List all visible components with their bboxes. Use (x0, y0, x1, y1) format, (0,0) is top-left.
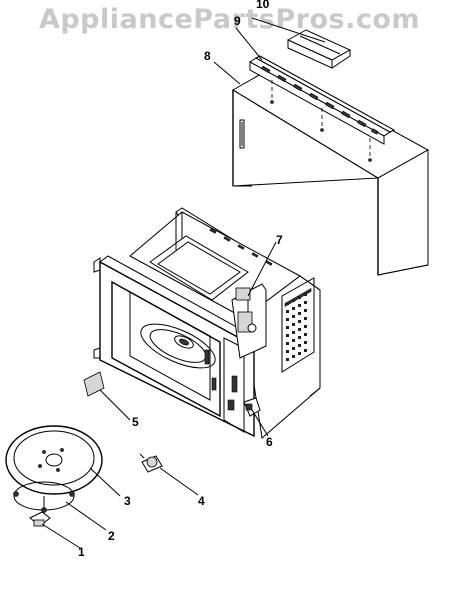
callout-labels: 10 9 8 7 6 5 4 3 2 1 (78, 0, 283, 559)
switch-assembly (231, 283, 267, 359)
callout-10: 10 (256, 0, 270, 11)
leader-lines (41, 17, 326, 549)
vent-strip (249, 55, 396, 162)
callout-3: 3 (124, 494, 131, 508)
callout-7: 7 (276, 233, 283, 247)
outer-cabinet (232, 65, 430, 276)
callout-4: 4 (198, 494, 205, 508)
callout-6: 6 (266, 435, 273, 449)
watermark: AppliancePartsPros.com (38, 4, 421, 35)
door-latch-part (243, 397, 261, 417)
callout-5: 5 (132, 415, 139, 429)
callout-8: 8 (204, 49, 211, 63)
roller-ring (13, 481, 75, 513)
glass-tray (5, 425, 103, 495)
turntable-motor (139, 453, 163, 473)
turntable-coupler (29, 511, 51, 527)
callout-9: 9 (234, 14, 241, 28)
callout-2: 2 (108, 529, 115, 543)
top-bracket (286, 29, 352, 69)
callout-1: 1 (78, 545, 85, 559)
oven-chassis (93, 207, 321, 439)
label-part (83, 371, 105, 397)
